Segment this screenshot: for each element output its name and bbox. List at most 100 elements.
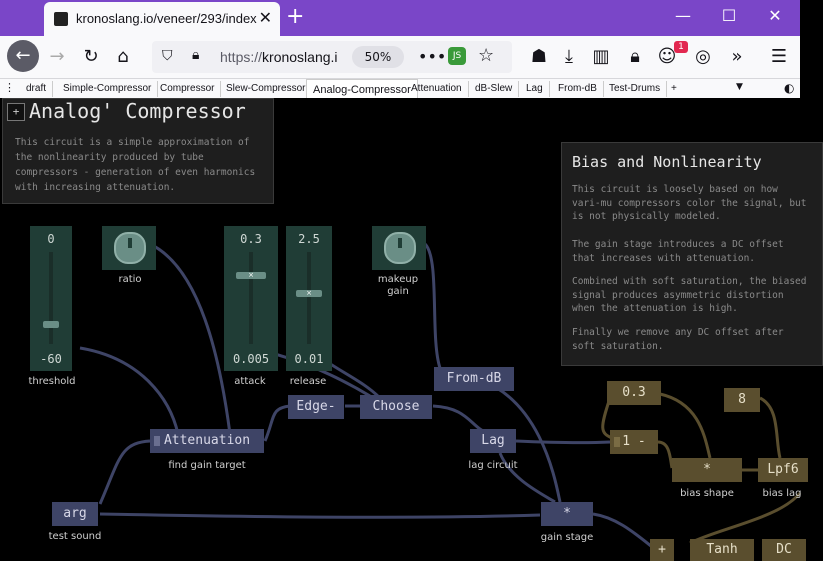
overflow-chevron-icon[interactable]: »: [731, 46, 743, 67]
release-thumb[interactable]: ×: [296, 290, 322, 298]
edge-node[interactable]: Edge-: [288, 395, 344, 419]
bias-shape-label: bias shape: [680, 488, 734, 499]
bookmark-star-icon[interactable]: ☆: [478, 45, 495, 66]
new-tab-button[interactable]: +: [286, 4, 305, 29]
wire-makeup-fromdb: [423, 242, 442, 369]
reload-icon[interactable]: ↻: [83, 46, 99, 67]
choose-node[interactable]: Choose: [360, 395, 432, 419]
one-minus-node[interactable]: 1 -: [610, 430, 658, 454]
bookmark-slew-compressor[interactable]: Slew-Compressor: [220, 81, 313, 97]
bookmark-add-button[interactable]: +: [671, 83, 677, 94]
bookmarks-menu-icon[interactable]: ⋮: [4, 81, 15, 94]
lock-icon[interactable]: 🔒︎: [192, 47, 200, 63]
attack-max: 0.3: [240, 232, 262, 246]
plus-node[interactable]: +: [650, 539, 674, 561]
zoom-level-button[interactable]: 50%: [352, 46, 404, 68]
address-bar[interactable]: ⛉ 🔒︎ https://kronoslang.i 50% ••• JS ☆: [152, 41, 512, 73]
bookmark-draft[interactable]: draft: [20, 81, 54, 97]
wires-layer: [79, 242, 802, 555]
one-minus-pin[interactable]: [614, 437, 620, 447]
threshold-thumb[interactable]: [43, 320, 59, 328]
wire-lag-oneminus: [515, 439, 611, 445]
dc-node[interactable]: DC: [762, 539, 806, 561]
extension-globe-icon[interactable]: ◎: [695, 46, 711, 67]
bias-lag-label: bias lag: [762, 488, 802, 499]
extension-notification-icon[interactable]: ☺: [657, 46, 677, 67]
bookmark-compressor[interactable]: Compressor: [154, 81, 222, 97]
info-paragraph-4: Finally we remove any DC offset after so…: [572, 327, 784, 352]
bookmarks-toolbar: ⋮ draft Simple-Compressor Compressor Sle…: [0, 78, 800, 100]
threshold-track[interactable]: [49, 252, 53, 344]
more-dots-icon[interactable]: •••: [418, 47, 447, 66]
bookmark-db-slew[interactable]: dB-Slew: [469, 81, 520, 97]
bookmark-test-drums[interactable]: Test-Drums: [603, 81, 668, 97]
shield-icon[interactable]: ⛉: [162, 48, 173, 64]
wire-c03-bias: [659, 392, 712, 459]
release-track[interactable]: [307, 252, 311, 344]
url-prefix: https://: [220, 49, 263, 65]
fromdb-node[interactable]: From-dB: [434, 367, 514, 391]
constant-8-node[interactable]: 8: [724, 388, 760, 412]
constant-0.3-node[interactable]: 0.3: [607, 381, 661, 405]
arg-node[interactable]: arg: [52, 502, 98, 526]
dark-mode-toggle-icon[interactable]: ◐: [784, 81, 795, 95]
release-min: 0.01: [294, 352, 324, 366]
attack-thumb[interactable]: ×: [236, 272, 266, 279]
bookmark-from-db[interactable]: From-dB: [552, 81, 604, 97]
ratio-knob[interactable]: [114, 232, 146, 264]
forward-arrow-icon[interactable]: →: [49, 46, 65, 67]
wire-c8-lpf: [759, 396, 782, 459]
download-icon[interactable]: ⤓: [565, 46, 573, 67]
attenuation-pin[interactable]: [154, 436, 160, 446]
one-minus-node-text: 1 -: [622, 434, 646, 449]
release-slider[interactable]: 2.5 × 0.01: [286, 226, 332, 371]
maximize-icon[interactable]: ☐: [721, 6, 737, 25]
tab-close-icon[interactable]: ✕: [258, 8, 272, 27]
bias-shape-node[interactable]: *: [672, 458, 742, 482]
bookmark-dropdown-icon[interactable]: ▼: [736, 82, 743, 92]
home-icon[interactable]: ⌂: [117, 46, 129, 67]
sidebar-icon[interactable]: ▥: [592, 46, 610, 67]
gain-stage-node[interactable]: *: [541, 502, 593, 526]
patch-canvas[interactable]: + Analog' Compressor This circuit is a s…: [0, 98, 823, 561]
wire-ratio-attenuation: [149, 242, 232, 435]
title-bar: kronoslang.io/veneer/293/index ✕ + — ☐ ✕: [0, 0, 800, 36]
pocket-icon[interactable]: ☗: [530, 46, 548, 67]
expand-button[interactable]: +: [7, 103, 25, 121]
bookmark-analog-compressor[interactable]: Analog-Compressor: [306, 79, 418, 100]
padlock-extension-icon[interactable]: 🔒︎: [630, 46, 640, 67]
site-favicon-icon: [54, 12, 68, 26]
info-paragraph-2: The gain stage introduces a DC offset th…: [572, 239, 784, 264]
hamburger-menu-icon[interactable]: ☰: [770, 46, 788, 67]
attack-slider[interactable]: 0.3 × 0.005: [224, 226, 278, 371]
lag-node[interactable]: Lag: [470, 429, 516, 453]
attenuation-label: find gain target: [168, 460, 246, 471]
makeup-label: makeup gain: [377, 274, 419, 297]
wire-attenuation-edge: [263, 404, 291, 442]
attack-track[interactable]: [249, 252, 253, 344]
back-arrow-icon[interactable]: ←: [7, 40, 39, 72]
threshold-slider[interactable]: 0 -60: [30, 226, 72, 371]
attenuation-node-text: Attenuation: [163, 433, 251, 448]
tanh-node[interactable]: Tanh: [690, 539, 754, 561]
bookmark-lag[interactable]: Lag: [520, 81, 550, 97]
makeup-knob-box[interactable]: [372, 226, 426, 270]
tab-title: kronoslang.io/veneer/293/index: [76, 11, 257, 26]
bookmark-simple-compressor[interactable]: Simple-Compressor: [57, 81, 159, 97]
attenuation-node[interactable]: Attenuation: [150, 429, 264, 453]
threshold-max: 0: [47, 232, 55, 246]
makeup-knob[interactable]: [384, 232, 416, 264]
info-paragraph-1: This circuit is loosely based on how var…: [572, 184, 807, 222]
wire-arg-attenuation: [98, 439, 151, 505]
arg-label: test sound: [48, 531, 102, 542]
browser-tab[interactable]: kronoslang.io/veneer/293/index ✕: [44, 2, 280, 36]
js-extension-icon[interactable]: JS: [448, 47, 466, 65]
lag-label: lag circuit: [468, 460, 518, 471]
bookmark-attenuation[interactable]: Attenuation: [405, 81, 469, 97]
ratio-knob-box[interactable]: [102, 226, 156, 270]
attack-min: 0.005: [232, 352, 270, 366]
url-text[interactable]: https://kronoslang.i: [220, 49, 338, 65]
minimize-icon[interactable]: —: [675, 6, 691, 25]
window-close-icon[interactable]: ✕: [768, 6, 782, 25]
lpf6-node[interactable]: Lpf6: [758, 458, 808, 482]
